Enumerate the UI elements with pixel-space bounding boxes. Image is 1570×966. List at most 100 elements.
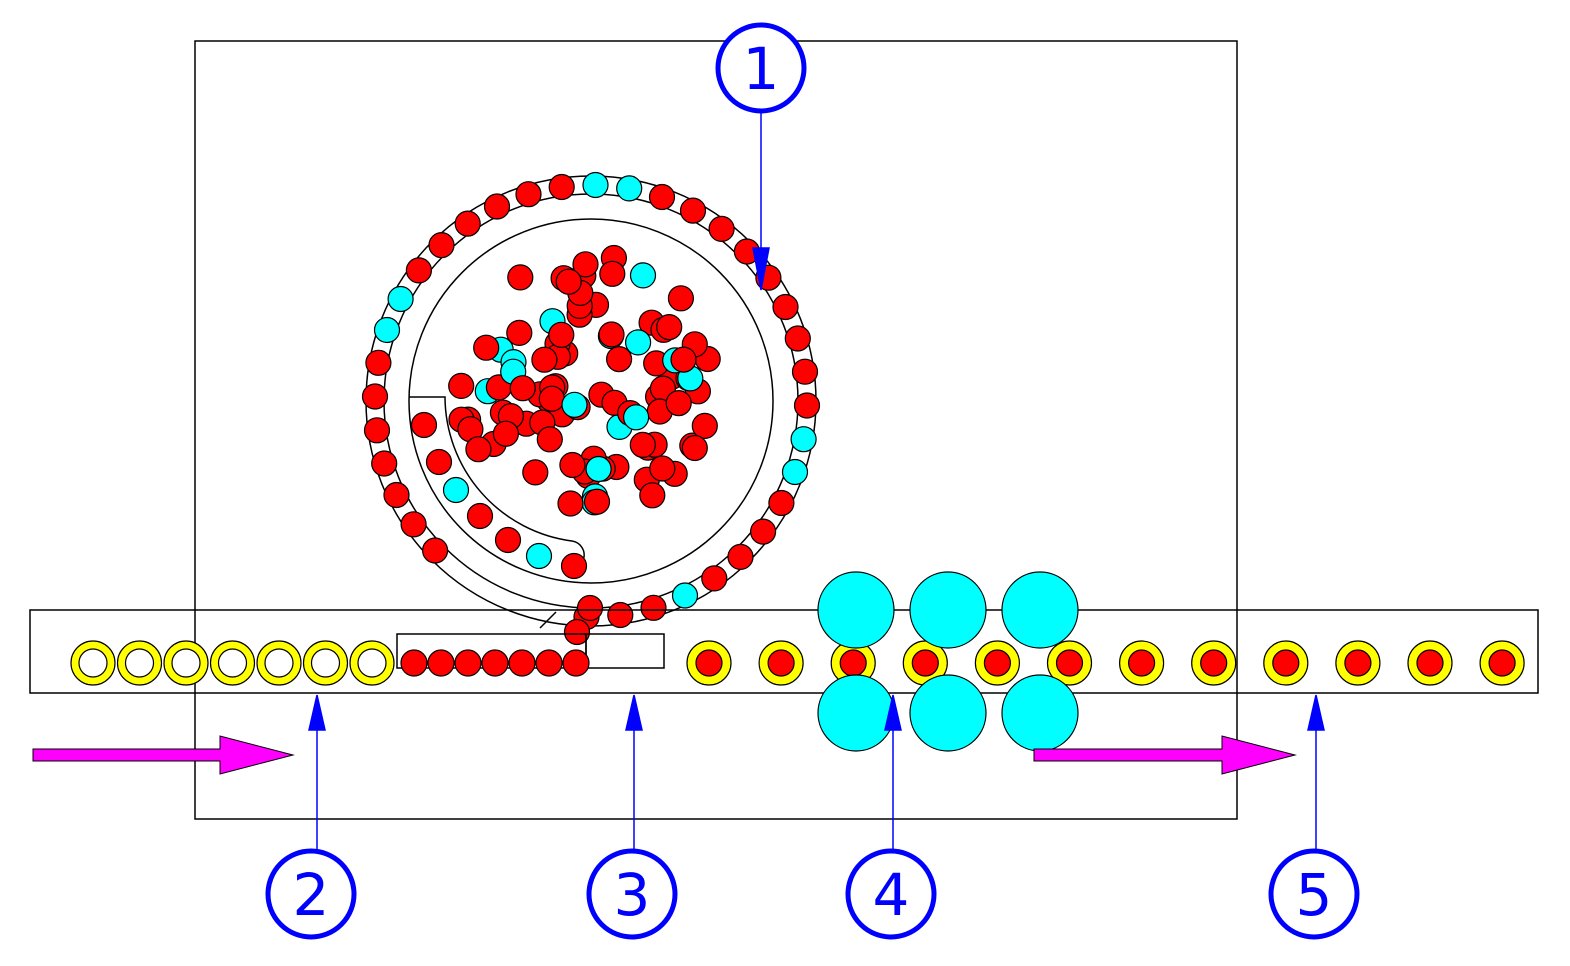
queue-ball [508, 649, 536, 677]
bowl-ball [576, 594, 604, 622]
empty-cup-hole [217, 648, 248, 678]
right-arrow-icon [1033, 735, 1297, 775]
bowl-feeder [361, 171, 821, 646]
callout-number: 4 [873, 861, 910, 929]
bowl-ball [410, 411, 438, 439]
bowl-ball [791, 358, 819, 385]
filled-cup-ball [1488, 649, 1516, 677]
queue-ball [427, 649, 455, 677]
empty-cup-hole [171, 648, 201, 678]
bowl-ball [582, 171, 609, 199]
bowl-ball [466, 502, 494, 530]
bowl-ball [784, 325, 811, 352]
callout-3: 3 [586, 848, 678, 940]
bowl-ball [506, 319, 533, 346]
bowl-ball [563, 618, 591, 646]
filled-cup-ball [839, 649, 867, 677]
bowl-ball [548, 173, 575, 201]
bowl-ball [525, 542, 553, 570]
bowl-ball [665, 390, 692, 417]
bowl-balls [361, 171, 821, 646]
leader-arrowhead-2 [308, 694, 326, 731]
filled-cup-ball [695, 649, 723, 677]
bowl-ball [768, 489, 795, 517]
bowl-ball [667, 285, 695, 312]
bowl-ball [605, 346, 633, 373]
leader-arrowhead-4 [884, 694, 902, 731]
bowl-ball [383, 481, 410, 509]
bowl-ball [561, 391, 588, 418]
bowl-ball [536, 426, 563, 453]
filled-cup-ball [983, 649, 1012, 677]
bowl-ball [691, 412, 718, 439]
bowl-ball [483, 193, 511, 220]
filled-cup-ball [1055, 649, 1084, 677]
bowl-inner-wall [408, 218, 774, 584]
bowl-ball [387, 285, 414, 313]
leader-arrowhead-5 [1307, 694, 1325, 731]
bowl-ball [629, 431, 656, 458]
conveyor-belt [29, 609, 1539, 694]
right-arrow-icon [32, 735, 295, 775]
callout-2: 2 [265, 848, 357, 940]
bowl-ball [405, 257, 432, 284]
leader-arrowhead-1 [752, 247, 770, 291]
bowl-ball [607, 601, 634, 629]
bowl-ball [629, 262, 657, 289]
filled-cup-ball [1344, 649, 1372, 677]
bowl-ball [400, 511, 427, 538]
bowl-ball [671, 582, 699, 609]
bowl-ball [538, 385, 565, 412]
press-roller-bottom [817, 674, 895, 752]
bowl-ball [701, 565, 728, 592]
bowl-ball [531, 346, 558, 373]
empty-cup-hole [357, 648, 387, 678]
queue-ball [454, 649, 482, 677]
bowl-ball [572, 251, 599, 278]
bowl-ball [622, 404, 650, 431]
leader-arrowhead-3 [625, 694, 643, 731]
queue-ball [481, 649, 509, 677]
press-rollers [817, 571, 1079, 752]
bowl-ball [616, 175, 643, 202]
filled-cup-ball [767, 649, 795, 677]
bowl-ball [522, 459, 549, 486]
bowl-ball [454, 210, 481, 237]
bowl-ball [515, 181, 542, 208]
bowl-ball [656, 314, 683, 341]
callout-4: 4 [845, 848, 937, 940]
bowl-ball [790, 426, 817, 453]
press-roller-bottom [909, 674, 987, 752]
queue-ball [562, 649, 590, 677]
filled-cup-ball [1416, 649, 1444, 677]
bowl-ball [749, 518, 777, 545]
bowl-ball [598, 321, 625, 348]
bowl-ball [428, 232, 455, 259]
bowl-ball [599, 260, 626, 287]
bowl-ball [371, 450, 398, 477]
press-roller-bottom [1001, 674, 1079, 752]
callout-number: 2 [293, 861, 330, 929]
bowl-ball [507, 264, 534, 291]
callout-1: 1 [715, 22, 807, 114]
callout-5: 5 [1268, 848, 1360, 940]
bowl-ball [560, 552, 588, 580]
bowl-ball [670, 346, 697, 373]
bowl-ball [448, 372, 475, 399]
callout-number: 1 [743, 35, 780, 103]
bowl-ball [473, 334, 500, 361]
insertion-queue-balls [400, 649, 590, 677]
bowl-ball [422, 537, 449, 564]
bowl-ball [365, 349, 392, 376]
bowl-ball [708, 215, 735, 242]
queue-ball [535, 649, 563, 677]
bowl-ball [727, 543, 754, 571]
press-roller-top [909, 571, 987, 649]
conveyor-items [70, 640, 1525, 686]
bowl-ball [679, 197, 707, 224]
bowl-ball [793, 392, 821, 419]
callout-number: 5 [1296, 861, 1333, 929]
bowl-ball [559, 451, 586, 479]
callout-leaders [308, 112, 1325, 850]
